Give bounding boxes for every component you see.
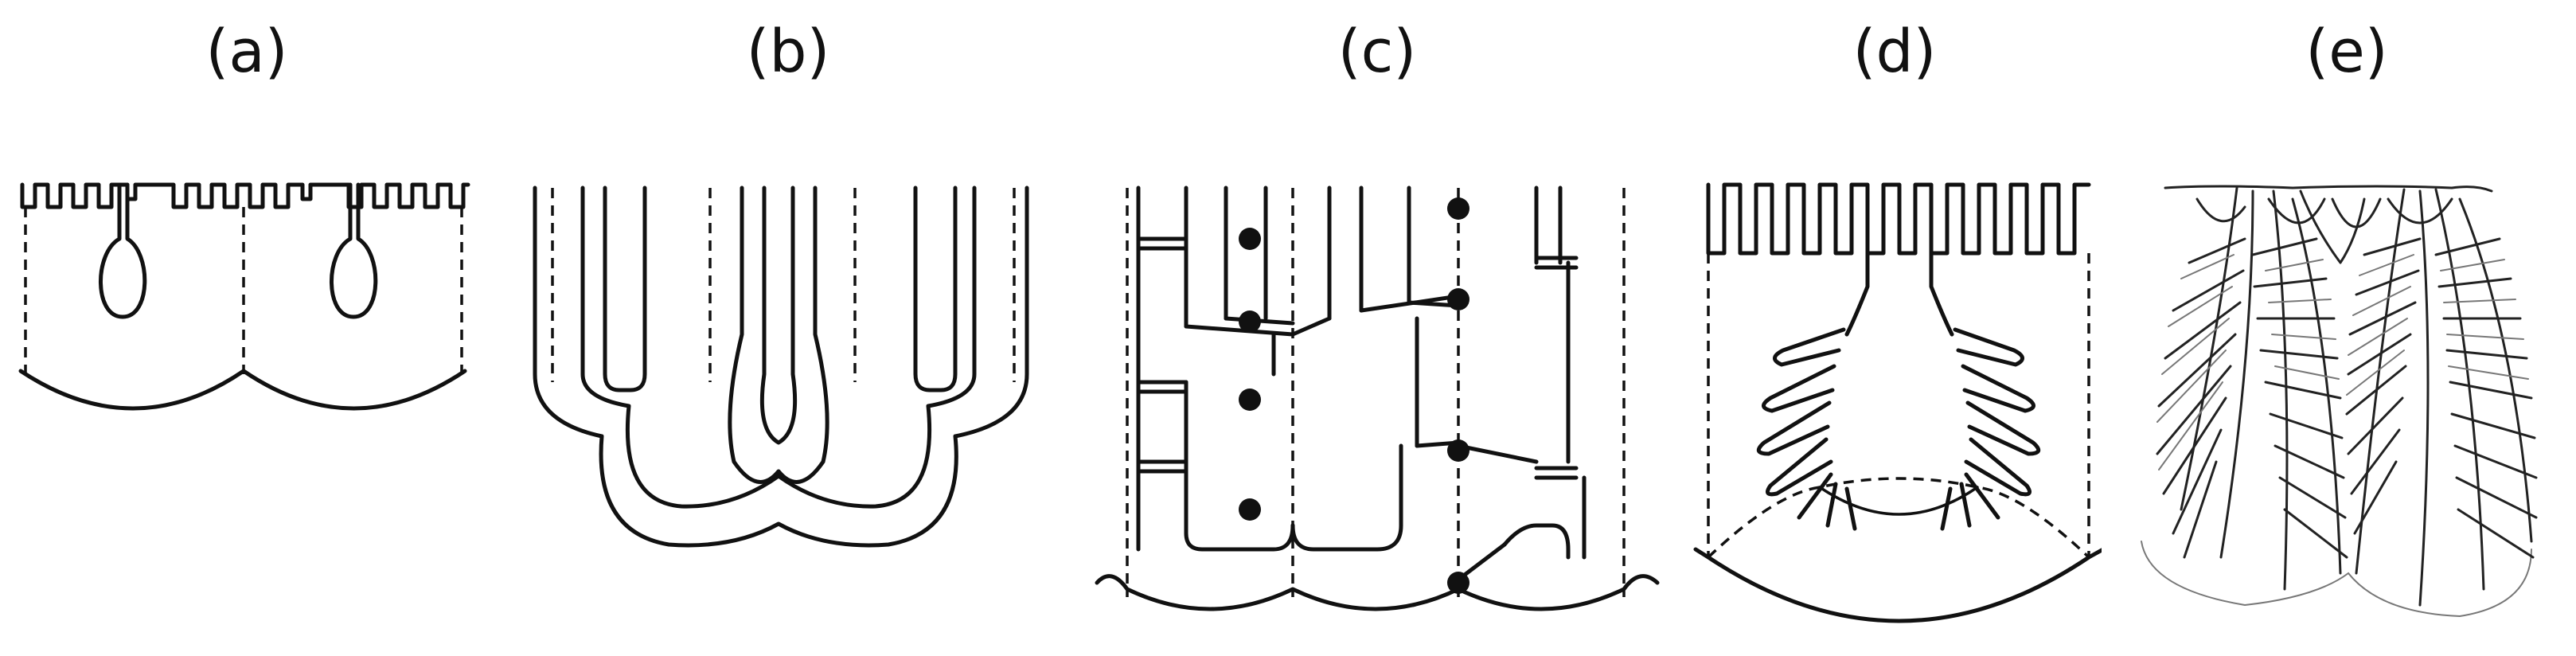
panel-b-diagram (533, 185, 1029, 548)
panel-a-label: (a) (205, 18, 288, 86)
panel-c-node (1447, 197, 1469, 220)
panel-b-central-fold-inner (759, 185, 798, 445)
panel-d-gland-stem (1844, 251, 1954, 337)
panel-c-septum-2 (1136, 380, 1188, 394)
panel-a-base (18, 369, 467, 411)
panel-d-crypt-surface (1706, 182, 2091, 256)
panel-d: (d) (1688, 0, 2102, 656)
panel-c-node (1447, 439, 1469, 462)
panel-a-gland-left (99, 182, 147, 319)
panel-d-dashed-arc (1707, 477, 2090, 559)
panel-c-wall-10 (1566, 260, 1587, 560)
panel-e-gland-mass (2141, 185, 2538, 618)
panel-d-base (1693, 547, 2102, 623)
panel-c-septum-1 (1136, 236, 1188, 251)
panel-d-gland-base (1818, 486, 1979, 516)
panel-c-label: (c) (1337, 18, 1417, 86)
panel-a: (a) (0, 0, 494, 656)
panel-c: (c) (1091, 0, 1664, 656)
panel-c-nodes (1239, 197, 1469, 594)
panel-b-outer-wall (533, 185, 1029, 548)
panel-c-septum-5 (1534, 466, 1579, 480)
panel-c-node (1239, 310, 1261, 333)
panel-c-link-2 (1290, 294, 1461, 337)
panel-b-central-fold (728, 185, 829, 484)
panel-b-label: (b) (746, 18, 830, 86)
panel-c-node (1447, 288, 1469, 310)
panel-a-diagram (18, 182, 470, 411)
panel-c-node (1239, 498, 1261, 521)
panel-c-link-4 (1456, 443, 1539, 582)
panel-b-inner-wall (580, 185, 977, 509)
panel-c-base (1095, 574, 1660, 611)
panel-a-gland-right (330, 182, 378, 319)
panel-b: (b) (525, 0, 1051, 656)
panel-c-wall-4 (1263, 185, 1276, 377)
panel-e-label: (e) (2305, 18, 2388, 86)
panel-a-crypt-surface (20, 182, 470, 209)
panel-c-septum-3 (1136, 459, 1188, 474)
panel-b-right-finger (913, 185, 958, 392)
panel-e: (e) (2117, 0, 2576, 656)
panel-d-gland-right-branches (1940, 327, 2041, 531)
panel-c-diagram (1095, 185, 1660, 611)
panel-c-septum-4 (1534, 256, 1579, 270)
panel-c-loop-3 (1502, 523, 1571, 560)
panel-c-loop-2 (1290, 443, 1403, 552)
panel-c-wall-9 (1534, 185, 1563, 265)
panel-c-node (1239, 389, 1261, 411)
panel-d-diagram (1693, 182, 2102, 623)
panel-d-gland-left-branches (1756, 327, 1857, 531)
panel-c-node (1239, 228, 1261, 250)
panel-c-loop-1 (1184, 443, 1295, 552)
panel-b-left-finger (603, 185, 647, 392)
panel-c-node (1447, 572, 1469, 594)
panel-d-label: (d) (1852, 18, 1937, 86)
panel-e-diagram (2141, 185, 2538, 618)
